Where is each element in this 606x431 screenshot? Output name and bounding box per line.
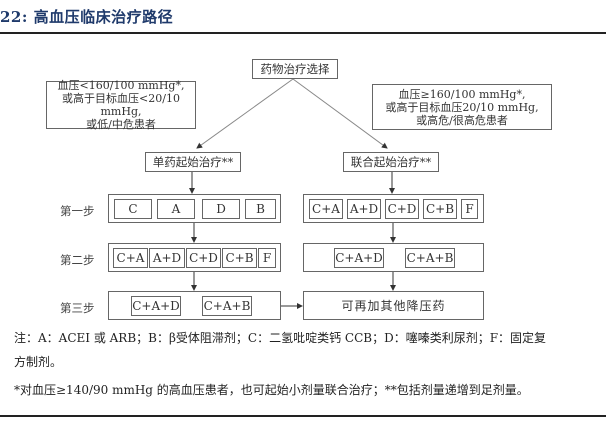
right-condition-line: 或高危/很高危患者 [416, 113, 508, 127]
drug-option: C [114, 199, 152, 219]
drug-option: F [258, 248, 276, 268]
figure-title: 22: 高血压临床治疗路径 [0, 8, 174, 26]
drug-option: C+D [385, 199, 419, 219]
right-condition-line: 或高于目标血压20/10 mmHg, [385, 100, 539, 114]
left-step3-row: C+A+D C+A+B [108, 291, 281, 320]
step-label-2: 第二步 [60, 253, 95, 267]
drug-option: C+A [113, 248, 148, 268]
left-step2-row: C+A A+D C+D C+B F [108, 243, 281, 272]
drug-option: A+D [347, 199, 381, 219]
drug-option: A [157, 199, 195, 219]
drug-option: C+B [423, 199, 457, 219]
connector-root-right [292, 78, 388, 149]
top-divider [0, 32, 606, 34]
right-branch-node: 联合起始治疗** [343, 152, 439, 172]
drug-option: F [461, 199, 478, 219]
drug-option: C+A [309, 199, 343, 219]
drug-option: B [245, 199, 276, 219]
left-condition-line: 或高于目标血压<20/10 mmHg, [62, 92, 180, 118]
connector-root-left [196, 78, 294, 149]
left-branch-node: 单药起始治疗** [145, 152, 241, 172]
right-step3-box: 可再加其他降压药 [303, 291, 484, 320]
drug-option: C+D [186, 248, 221, 268]
drug-option: C+A+B [202, 296, 252, 316]
left-condition-box: 血压<160/100 mmHg*, 或高于目标血压<20/10 mmHg, 或低… [46, 79, 196, 131]
root-node-label: 药物治疗选择 [260, 62, 330, 76]
right-condition-line: 血压≥160/100 mmHg*, [398, 87, 526, 101]
bottom-divider [0, 415, 606, 417]
legend-note-line1: 注：A：ACEI 或 ARB；B：β受体阻滞剂；C：二氢吡啶类钙 CCB；D：噻… [14, 331, 547, 345]
drug-option: C+A+B [405, 248, 455, 268]
left-condition-line: 或低/中危患者 [86, 118, 156, 131]
right-step2-row: C+A+D C+A+B [303, 243, 484, 272]
right-branch-label: 联合起始治疗** [350, 155, 432, 169]
left-condition-line: 血压<160/100 mmHg*, [57, 79, 185, 92]
drug-option: D [202, 199, 240, 219]
root-node: 药物治疗选择 [252, 59, 338, 79]
legend-note-line2: 方制剂。 [14, 355, 63, 369]
footnote-line: *对血压≥140/90 mmHg 的高血压患者，也可起始小剂量联合治疗；**包括… [14, 383, 529, 397]
right-step1-row: C+A A+D C+D C+B F [303, 194, 484, 223]
left-step1-row: C A D B [108, 194, 281, 223]
left-branch-label: 单药起始治疗** [152, 155, 234, 169]
step-label-3: 第三步 [60, 301, 95, 315]
drug-option: C+A+D [334, 248, 384, 268]
drug-option: A+D [149, 248, 185, 268]
right-step3-label: 可再加其他降压药 [341, 298, 446, 313]
drug-option: C+A+D [131, 296, 181, 316]
right-condition-box: 血压≥160/100 mmHg*, 或高于目标血压20/10 mmHg, 或高危… [372, 84, 552, 130]
step-label-1: 第一步 [60, 204, 95, 218]
drug-option: C+B [222, 248, 257, 268]
